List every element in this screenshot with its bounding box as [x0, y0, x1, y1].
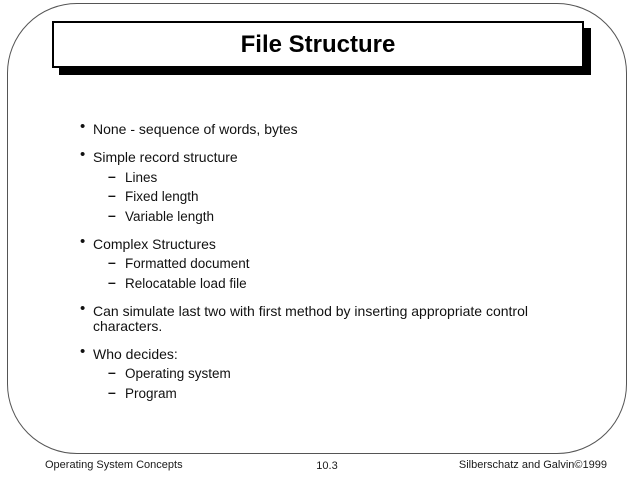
bullet-text: Can simulate last two with first method … — [93, 302, 528, 334]
page-title: File Structure — [240, 30, 396, 58]
list-item: • Complex Structures — [80, 232, 565, 252]
list-item: • Simple record structure — [80, 146, 565, 165]
list-item: • Can simulate last two with first metho… — [80, 299, 565, 334]
dash-icon: – — [108, 206, 116, 223]
footer-authors: Silberschatz and Galvin©1999 — [458, 459, 607, 471]
bullet-dot-icon: • — [80, 232, 86, 250]
list-item: – Lines — [108, 167, 565, 185]
dash-icon: – — [108, 187, 116, 203]
dash-icon: – — [108, 383, 116, 400]
footer-page-number: 10.3 — [316, 460, 338, 472]
dash-icon: – — [108, 273, 116, 290]
bullet-text: Formatted document — [125, 256, 250, 271]
dash-icon: – — [108, 364, 116, 380]
list-item: – Variable length — [108, 206, 565, 224]
bullet-text: Relocatable load file — [125, 275, 247, 291]
bullet-text: Complex Structures — [93, 235, 216, 252]
list-item: – Operating system — [108, 364, 565, 382]
list-item: • None - sequence of words, bytes — [80, 118, 565, 137]
footer-book-title: Operating System Concepts — [45, 459, 183, 471]
bullet-dot-icon: • — [80, 146, 86, 163]
bullet-dot-icon: • — [80, 299, 86, 317]
bullet-text: Program — [125, 385, 177, 401]
list-item: – Program — [108, 383, 565, 401]
list-item: – Fixed length — [108, 187, 565, 205]
bullet-text: Fixed length — [125, 189, 199, 204]
title-box: File Structure — [52, 21, 584, 68]
bullet-text: Simple record structure — [93, 149, 238, 165]
bullet-dot-icon: • — [80, 342, 86, 360]
bullet-text: Variable length — [125, 208, 215, 224]
dash-icon: – — [108, 167, 116, 184]
bullet-text: Operating system — [125, 366, 231, 381]
bullet-text: Who decides: — [93, 345, 178, 362]
list-item: – Relocatable load file — [108, 273, 565, 291]
bullet-list: • None - sequence of words, bytes • Simp… — [80, 118, 565, 401]
bullet-text: Lines — [125, 169, 158, 185]
dash-icon: – — [108, 254, 116, 270]
list-item: • Who decides: — [80, 342, 565, 362]
slide-frame — [7, 3, 627, 454]
list-item: – Formatted document — [108, 254, 565, 272]
bullet-text: None - sequence of words, bytes — [93, 121, 298, 137]
bullet-dot-icon: • — [80, 118, 86, 135]
